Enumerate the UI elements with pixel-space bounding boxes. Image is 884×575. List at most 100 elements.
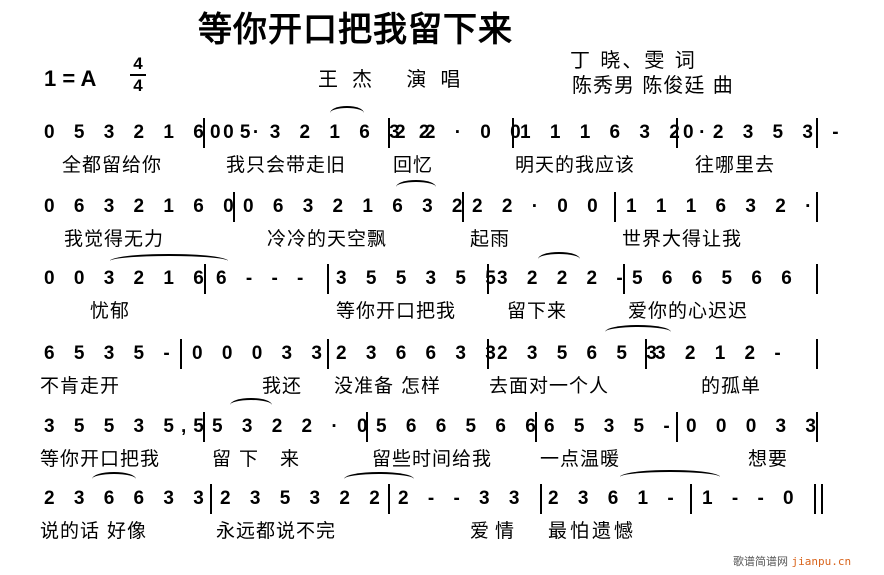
measure-notes: 0 0 0 3 3 [192, 343, 329, 364]
slur [538, 252, 580, 266]
barline [816, 412, 818, 442]
measure-notes: 2 2 · 0 0 [395, 122, 528, 143]
watermark-text: 歌谱简谱网 [733, 555, 788, 568]
slur [396, 180, 436, 194]
measure-lyrics: 一点温暖 [540, 448, 621, 470]
measure-lyrics: 我觉得无力 [64, 228, 165, 250]
measure-notes: 0 5 3 2 1 6 3 2 [210, 122, 437, 143]
barline [487, 264, 489, 294]
slur [605, 325, 671, 339]
barline [512, 118, 514, 148]
slur [330, 106, 364, 120]
fraction-line [130, 74, 146, 76]
measure-notes: 5 6 6 5 6 6 [376, 416, 543, 437]
measure-notes: 6 5 3 5 - [44, 343, 177, 364]
barline [327, 264, 329, 294]
measure-lyrics: 说的话 好像 [40, 520, 148, 542]
measure-notes: 6 - - - [216, 268, 311, 289]
barline [535, 412, 537, 442]
measure-lyrics: 往哪里去 [695, 154, 776, 176]
measure-notes: 0 5 3 2 1 6 0 · [44, 122, 267, 143]
measure-lyrics: 没准备 怎样 [334, 375, 442, 397]
measure-lyrics: 回忆 [393, 154, 434, 176]
barline [816, 192, 818, 222]
measure-notes: 6 5 3 5 - [544, 416, 677, 437]
measure-lyrics: 留些时间给我 [372, 448, 493, 470]
barline [204, 264, 206, 294]
time-numerator: 4 [133, 54, 143, 73]
lyricist-credit: 丁 晓、雯 词 [570, 48, 697, 72]
barline [366, 412, 368, 442]
barline [388, 118, 390, 148]
measure-notes: 0 6 3 2 1 6 3 2 [243, 196, 470, 217]
watermark-site-link[interactable]: jianpu.cn [791, 555, 852, 568]
measure-lyrics: 明天的我应该 [515, 154, 636, 176]
measure-lyrics: 起雨 [470, 228, 511, 250]
time-signature: 4 4 [130, 55, 146, 95]
measure-notes: 3 2 2 2 - [497, 268, 630, 289]
measure-lyrics: 爱你的心迟迟 [628, 300, 749, 322]
measure-lyrics: 我还 [262, 375, 303, 397]
barline [690, 484, 692, 514]
measure-notes: 2 3 6 6 3 3 [336, 343, 503, 364]
measure-lyrics: 世界大得让我 [622, 228, 743, 250]
score-row-2: 0 6 3 2 1 6 0 我觉得无力 0 6 3 2 1 6 3 2 冷冷的天… [0, 178, 884, 250]
score-row-1: 0 5 3 2 1 6 0 · 全都留给你 0 5 3 2 1 6 3 2 我只… [0, 104, 884, 176]
measure-notes: 1 - - 0 [702, 488, 801, 509]
measure-lyrics: 全都留给你 [62, 154, 163, 176]
score-row-3: 0 0 3 2 1 6 忧郁 6 - - - 3 5 5 3 5 5 等你开口把… [0, 250, 884, 322]
slur [110, 254, 228, 268]
measure-notes: 5 3 2 2 · 0 [212, 416, 375, 437]
final-barline [814, 484, 823, 514]
slur [230, 398, 272, 412]
barline [462, 192, 464, 222]
measure-lyrics: 的孤单 [701, 375, 762, 397]
barline [676, 412, 678, 442]
singer-credit: 王杰 演唱 [318, 67, 475, 91]
measure-lyrics: 留下 来 [212, 448, 308, 470]
score-row-5: 3 5 5 3 5,5 等你开口把我 5 3 2 2 · 0 留下 来 5 6 … [0, 398, 884, 470]
barline [614, 192, 616, 222]
barline [645, 339, 647, 369]
song-title: 等你开口把我留下来 [198, 10, 513, 50]
measure-notes: 3 5 5 3 5 5 [336, 268, 503, 289]
measure-lyrics: 等你开口把我 [336, 300, 457, 322]
measure-lyrics: 冷冷的天空飘 [267, 228, 388, 250]
measure-notes: 2 3 5 6 5 3 [497, 343, 664, 364]
measure-lyrics: 留下来 [507, 300, 568, 322]
measure-notes: 3 2 1 2 - [655, 343, 788, 364]
barline [327, 339, 329, 369]
watermark: 歌谱简谱网 jianpu.cn [733, 553, 851, 569]
measure-notes: 0 2 3 5 3 - [683, 122, 846, 143]
barline [487, 339, 489, 369]
score-row-4: 6 5 3 5 - 不肯走开 0 0 0 3 3 我还 2 3 6 6 3 3 … [0, 325, 884, 397]
measure-notes: 1 1 1 6 3 2 · [520, 122, 713, 143]
measure-notes: 0 6 3 2 1 6 0 [44, 196, 241, 217]
key-signature: 1 = A [44, 66, 97, 91]
measure-notes: 0 0 3 2 1 6 [44, 268, 211, 289]
measure-notes: 2 3 6 1 - [548, 488, 681, 509]
slur [344, 472, 414, 486]
barline [623, 264, 625, 294]
measure-lyrics: 去面对一个人 [489, 375, 610, 397]
measure-notes: 2 2 · 0 0 [472, 196, 605, 217]
measure-lyrics: 永远都说不完 [216, 520, 337, 542]
measure-lyrics: 想要 [748, 448, 789, 470]
barline [816, 118, 818, 148]
slur [92, 472, 136, 486]
measure-lyrics: 爱情 [470, 520, 521, 542]
measure-notes: 5 6 6 5 6 6 [632, 268, 799, 289]
barline [203, 118, 205, 148]
barline [816, 339, 818, 369]
measure-notes: 2 3 5 3 2 2 [220, 488, 387, 509]
barline [676, 118, 678, 148]
measure-lyrics: 最怕遗憾 [548, 520, 637, 542]
score-row-6: 2 3 6 6 3 3 说的话 好像 2 3 5 3 2 2 永远都说不完 2 … [0, 470, 884, 542]
measure-notes: 3 5 5 3 5,5 [44, 416, 211, 437]
measure-lyrics: 不肯走开 [40, 375, 121, 397]
barline [388, 484, 390, 514]
measure-lyrics: 忧郁 [90, 300, 131, 322]
measure-lyrics: 等你开口把我 [40, 448, 161, 470]
measure-lyrics: 我只会带走旧 [226, 154, 347, 176]
barline [180, 339, 182, 369]
